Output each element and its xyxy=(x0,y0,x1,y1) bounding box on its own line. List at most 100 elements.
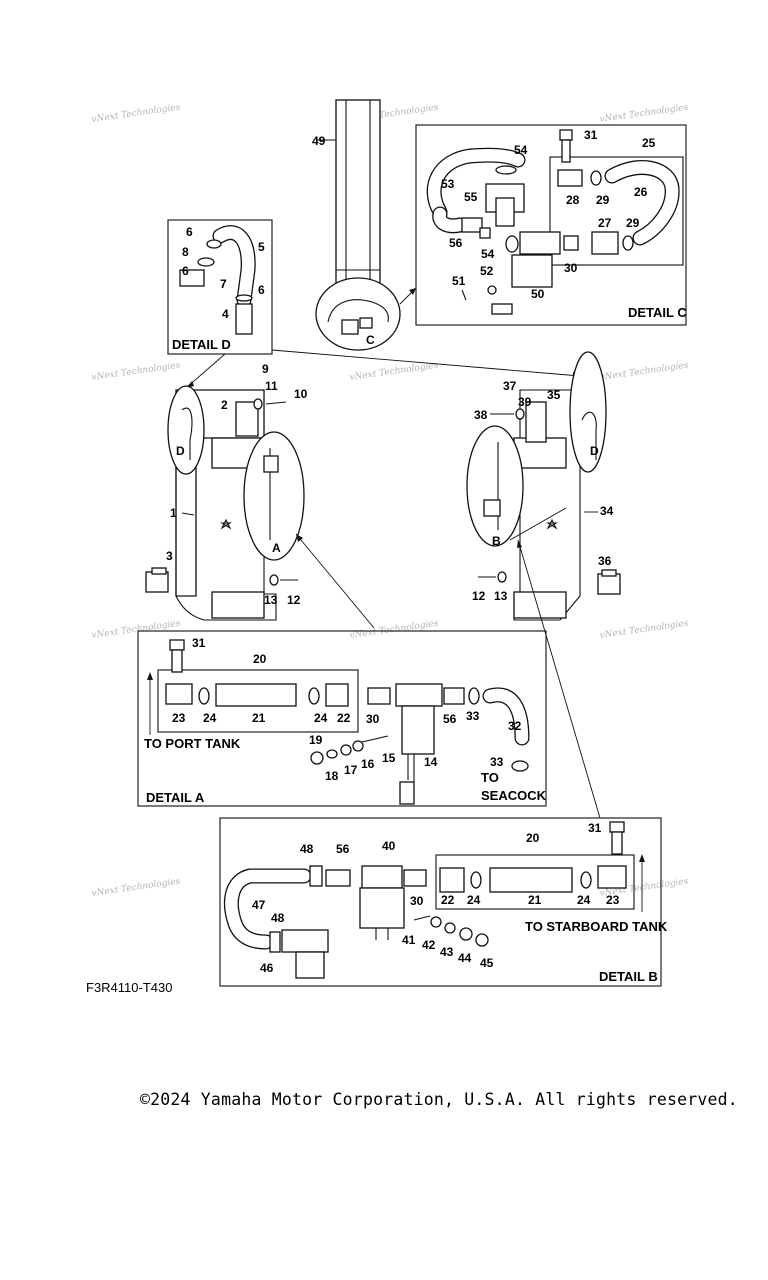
watermark: vNext Technologies xyxy=(349,361,439,383)
callout-54: 54 xyxy=(514,143,528,157)
marker-c: C xyxy=(366,333,375,347)
callout-56: 56 xyxy=(449,236,463,250)
detail-b-circle: B xyxy=(466,425,524,548)
callout-50: 50 xyxy=(531,287,545,301)
callout-23: 23 xyxy=(172,711,186,725)
callout-45: 45 xyxy=(480,956,494,970)
to-note: TO xyxy=(481,770,499,785)
callout-14: 14 xyxy=(424,755,438,769)
callout-20: 20 xyxy=(253,652,267,666)
callout-41: 41 xyxy=(402,933,416,947)
callout-33b: 33 xyxy=(490,755,504,769)
marker-d-port: D xyxy=(176,444,185,458)
vent-tube-49 xyxy=(335,99,381,291)
callout-26: 26 xyxy=(634,185,648,199)
callout-35: 35 xyxy=(547,388,561,402)
detail-c-title: DETAIL C xyxy=(628,305,687,320)
callout-13b: 13 xyxy=(494,589,508,603)
callout-49: 49 xyxy=(312,134,326,148)
detail-b-title: DETAIL B xyxy=(599,969,658,984)
detail-a-circle: A xyxy=(243,431,305,561)
detail-d-circle-starboard: D xyxy=(569,351,607,473)
callout-12: 12 xyxy=(287,593,301,607)
seacock-note: SEACOCK xyxy=(481,788,547,803)
callout-27: 27 xyxy=(598,216,612,230)
detail-b-inner-box xyxy=(435,854,635,910)
callout-43: 43 xyxy=(440,945,454,959)
callout-51: 51 xyxy=(452,274,466,288)
hose-5 xyxy=(212,225,256,308)
callout-30: 30 xyxy=(564,261,578,275)
callout-1: 1 xyxy=(170,506,177,520)
callout-30c: 30 xyxy=(410,894,424,908)
copyright-notice: ©2024 Yamaha Motor Corporation, U.S.A. A… xyxy=(140,1090,738,1109)
watermark: vNext Technologies xyxy=(599,103,689,125)
callout-4: 4 xyxy=(222,307,229,321)
callout-8: 8 xyxy=(182,245,189,259)
callout-21: 21 xyxy=(252,711,266,725)
callout-24c: 24 xyxy=(467,893,481,907)
callout-34: 34 xyxy=(600,504,614,518)
callout-6: 6 xyxy=(186,225,193,239)
callout-11: 11 xyxy=(265,379,278,393)
detail-c-zoom-circle: C xyxy=(315,277,417,351)
callout-56b: 56 xyxy=(443,712,457,726)
callout-6c: 6 xyxy=(258,283,265,297)
hose-26 xyxy=(604,160,680,246)
callout-13: 13 xyxy=(264,593,278,607)
callout-30b: 30 xyxy=(366,712,380,726)
callout-31: 31 xyxy=(584,128,598,142)
callout-9: 9 xyxy=(262,362,269,376)
reference-code: F3R4110-T430 xyxy=(86,980,173,995)
callout-39: 39 xyxy=(518,395,532,409)
watermark: vNext Technologies xyxy=(349,619,439,641)
watermark: vNext Technologies xyxy=(91,619,181,641)
callout-16: 16 xyxy=(361,757,375,771)
watermark: vNext Technologies xyxy=(91,103,181,125)
hose-32 xyxy=(482,687,530,746)
cap-36 xyxy=(597,569,621,595)
callout-20b: 20 xyxy=(526,831,540,845)
hose-47 xyxy=(223,868,312,950)
callout-24b: 24 xyxy=(314,711,328,725)
callout-17: 17 xyxy=(344,763,358,777)
callout-32: 32 xyxy=(508,719,522,733)
marker-d-starboard: D xyxy=(590,444,599,458)
callout-12b: 12 xyxy=(472,589,486,603)
callout-24d: 24 xyxy=(577,893,591,907)
to-port-tank-note: TO PORT TANK xyxy=(144,736,241,751)
detail-c-box xyxy=(415,124,687,326)
callout-28: 28 xyxy=(566,193,580,207)
callout-31b: 31 xyxy=(192,636,206,650)
callout-22b: 22 xyxy=(441,893,455,907)
callout-40: 40 xyxy=(382,839,396,853)
callout-55: 55 xyxy=(464,190,478,204)
callout-23b: 23 xyxy=(606,893,620,907)
callout-3: 3 xyxy=(166,549,173,563)
detail-a-title: DETAIL A xyxy=(146,790,205,805)
marker-b: B xyxy=(492,534,501,548)
callout-29: 29 xyxy=(596,193,610,207)
detail-d-title: DETAIL D xyxy=(172,337,231,352)
hose-53 xyxy=(426,147,526,234)
callout-38: 38 xyxy=(474,408,488,422)
starboard-fuel-tank xyxy=(513,389,581,621)
callout-56c: 56 xyxy=(336,842,350,856)
detail-d-box xyxy=(167,219,273,355)
callout-42: 42 xyxy=(422,938,436,952)
watermark: vNext Technologies xyxy=(91,361,181,383)
callout-48: 48 xyxy=(300,842,314,856)
callout-48b: 48 xyxy=(271,911,285,925)
detail-a-box xyxy=(137,630,547,807)
callout-5: 5 xyxy=(258,240,265,254)
callout-52: 52 xyxy=(480,264,494,278)
marker-a: A xyxy=(272,541,281,555)
callout-54b: 54 xyxy=(481,247,495,261)
callout-29b: 29 xyxy=(626,216,640,230)
callout-33: 33 xyxy=(466,709,480,723)
callout-22: 22 xyxy=(337,711,351,725)
cap-3 xyxy=(145,567,169,593)
watermark: vNext Technologies xyxy=(599,361,689,383)
callout-21b: 21 xyxy=(528,893,542,907)
detail-a-inner-box xyxy=(157,669,359,733)
